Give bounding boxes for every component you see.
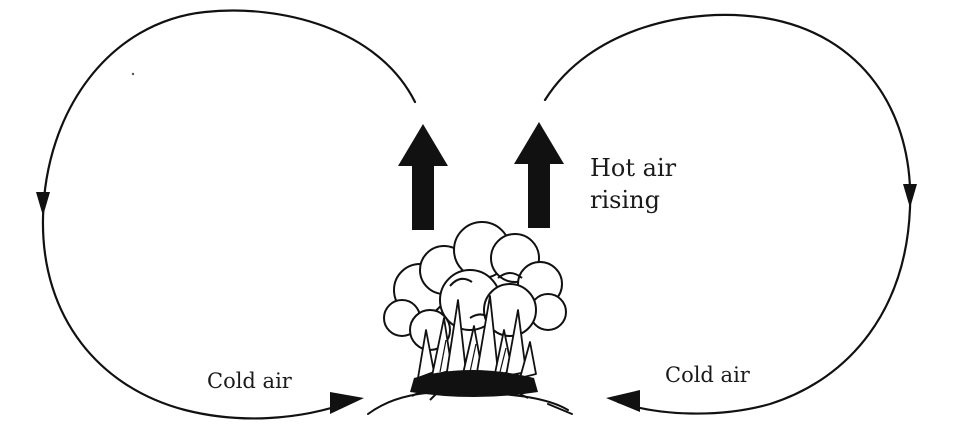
up-arrow-right [514,122,564,228]
smoke-cloud-icon [383,221,567,351]
ground-mound [367,390,573,415]
speck [131,72,135,76]
left-loop-down-arrowhead [36,192,50,216]
hot-air-label-line2: rising [590,186,660,214]
up-arrow-left-head [398,124,448,166]
right-circulation-loop [543,13,917,415]
up-arrow-right-head [514,122,564,164]
up-arrow-left-shaft [412,160,434,230]
left-loop-right-arrowhead [330,392,364,414]
up-arrow-right-shaft [528,158,550,228]
cold-air-label-right: Cold air [665,363,751,387]
left-circulation-loop [36,9,417,420]
hot-air-label-line1: Hot air [590,154,677,182]
right-loop-down-arrowhead [903,184,917,208]
right-loop-left-arrowhead [606,390,640,412]
cold-air-label-left: Cold air [207,369,293,393]
up-arrow-left [398,124,448,230]
right-loop-arc [543,13,912,415]
left-loop-arc [41,9,417,420]
